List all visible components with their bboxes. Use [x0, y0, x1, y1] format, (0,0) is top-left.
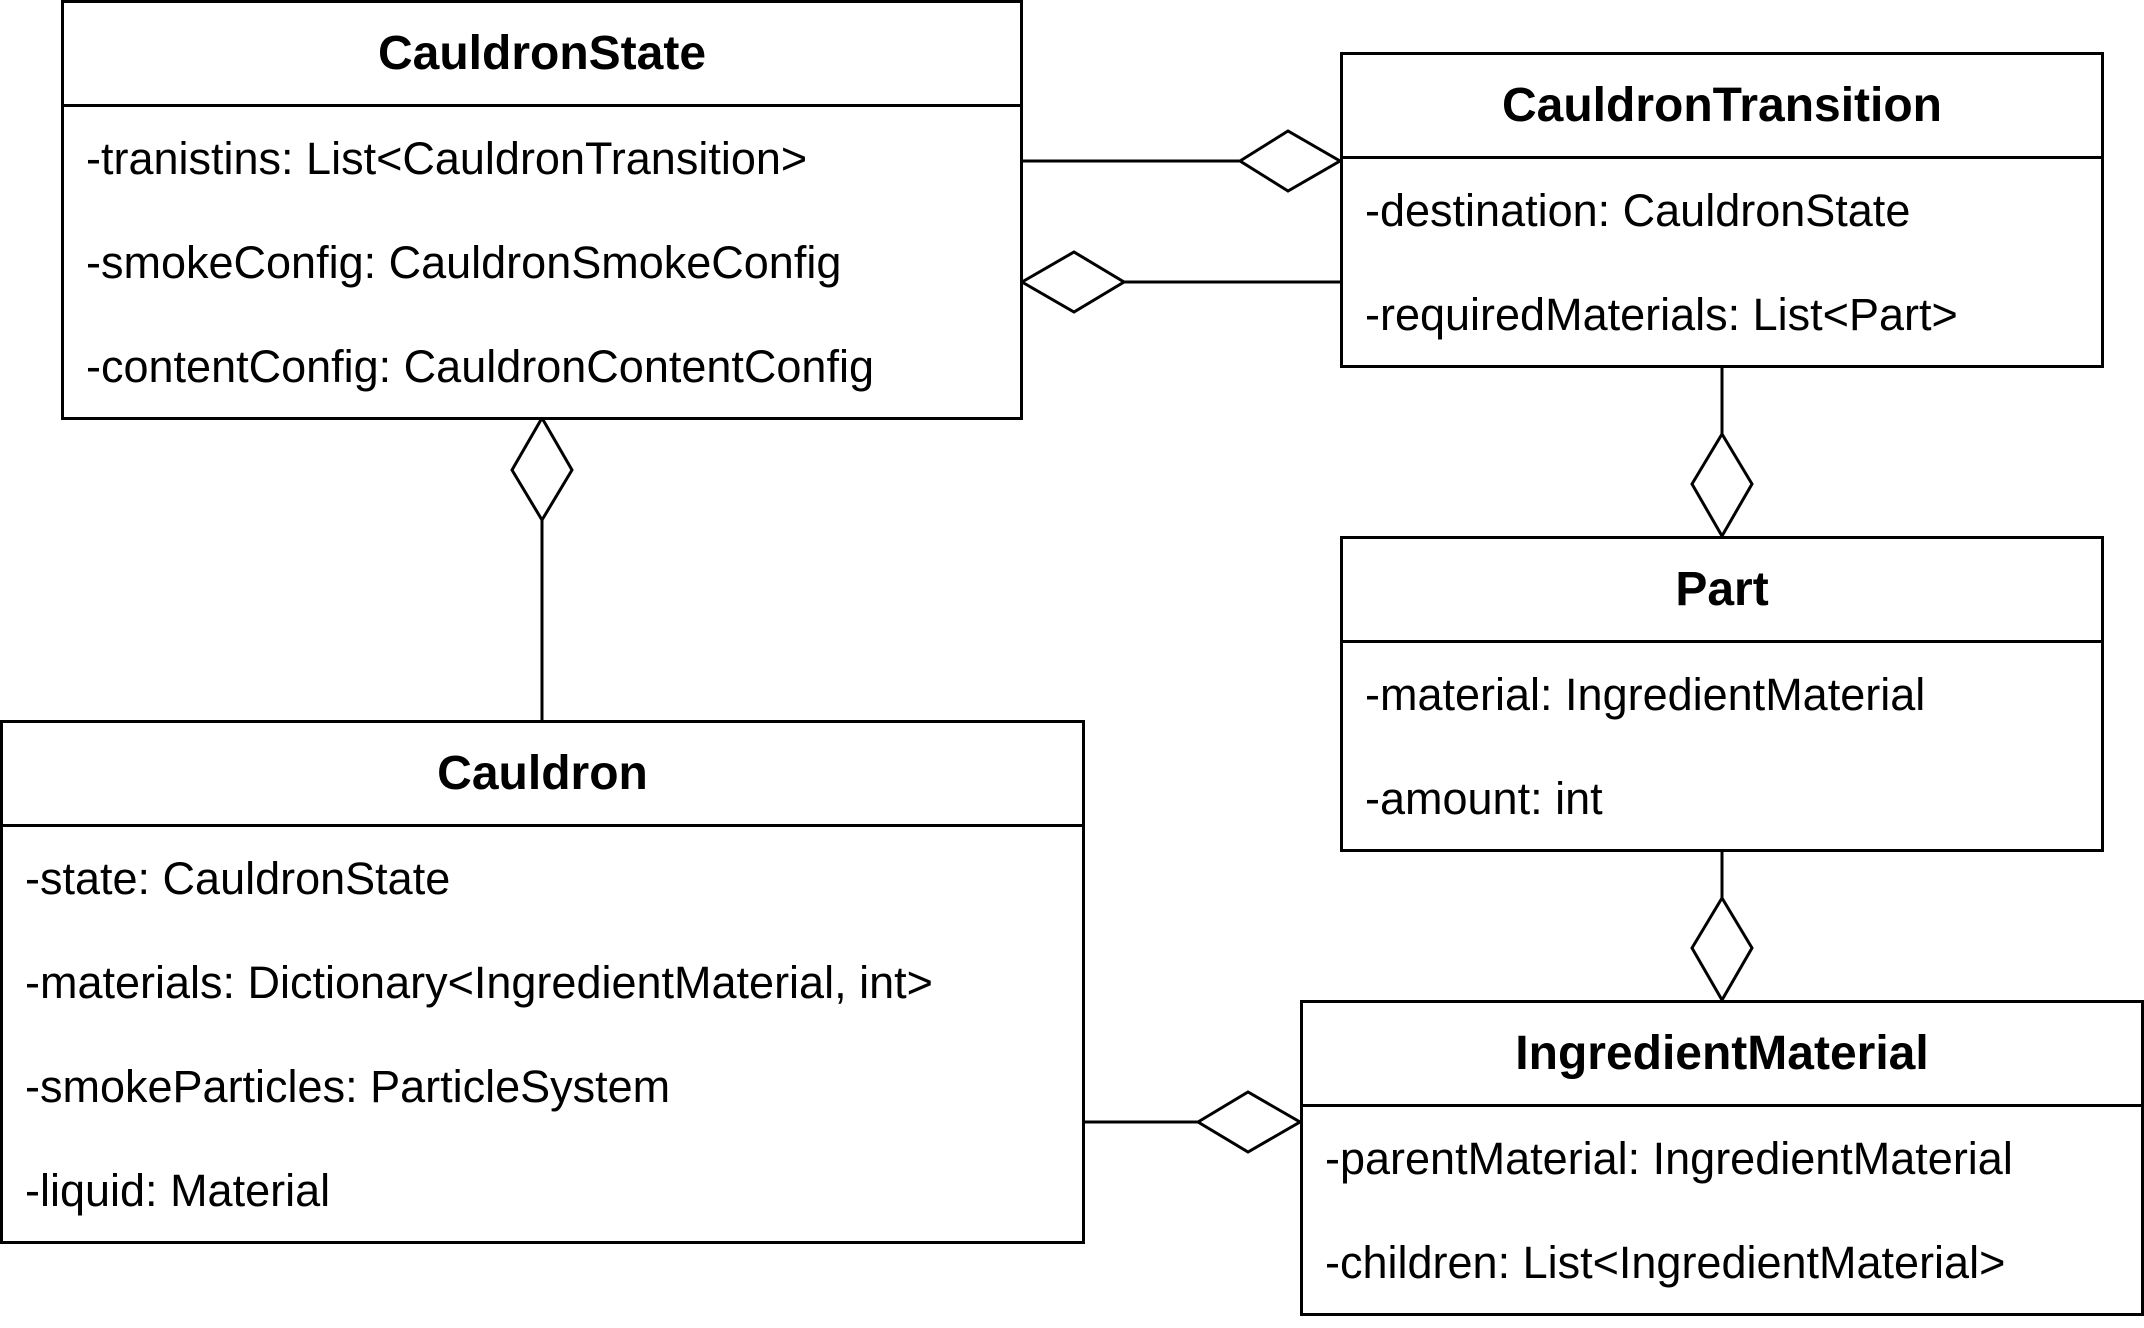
attribute: -material: IngredientMaterial	[1365, 669, 1926, 720]
attribute: -smokeParticles: ParticleSystem	[25, 1061, 671, 1112]
attribute: -children: List<IngredientMaterial>	[1325, 1237, 2006, 1288]
attribute: -smokeConfig: CauldronSmokeConfig	[86, 237, 842, 288]
class-cauldron[interactable]: Cauldron -state: CauldronState -material…	[0, 720, 1085, 1244]
class-name: Part	[1343, 539, 2101, 643]
aggregation-diamond-transition-left	[1237, 129, 1344, 193]
aggregation-diamond-part-top	[1690, 431, 1754, 540]
attribute: -state: CauldronState	[25, 853, 451, 904]
aggregation-diamond-ingredient-top	[1690, 895, 1754, 1004]
attribute: -contentConfig: CauldronContentConfig	[86, 341, 874, 392]
class-part[interactable]: Part -material: IngredientMaterial -amou…	[1340, 536, 2104, 852]
class-name: CauldronState	[64, 3, 1020, 107]
class-cauldron-state[interactable]: CauldronState -tranistins: List<Cauldron…	[61, 0, 1023, 420]
class-name: CauldronTransition	[1343, 55, 2101, 159]
attribute-list: -destination: CauldronState -requiredMat…	[1343, 159, 2101, 367]
attribute-list: -tranistins: List<CauldronTransition> -s…	[64, 107, 1020, 419]
attribute: -liquid: Material	[25, 1165, 331, 1216]
aggregation-diamond-state-right	[1018, 250, 1127, 314]
attribute-list: -material: IngredientMaterial -amount: i…	[1343, 643, 2101, 851]
aggregation-diamond-ingredient-left	[1195, 1090, 1304, 1154]
attribute-list: -parentMaterial: IngredientMaterial -chi…	[1303, 1107, 2141, 1315]
attribute: -parentMaterial: IngredientMaterial	[1325, 1133, 2013, 1184]
attribute: -materials: Dictionary<IngredientMateria…	[25, 957, 933, 1008]
attribute: -tranistins: List<CauldronTransition>	[86, 133, 808, 184]
attribute: -destination: CauldronState	[1365, 185, 1911, 236]
attribute-list: -state: CauldronState -materials: Dictio…	[3, 827, 1082, 1243]
attribute: -amount: int	[1365, 773, 1603, 824]
aggregation-diamond-state-bottom	[510, 414, 574, 523]
class-name: IngredientMaterial	[1303, 1003, 2141, 1107]
class-ingredient-material[interactable]: IngredientMaterial -parentMaterial: Ingr…	[1300, 1000, 2144, 1316]
class-cauldron-transition[interactable]: CauldronTransition -destination: Cauldro…	[1340, 52, 2104, 368]
class-name: Cauldron	[3, 723, 1082, 827]
attribute: -requiredMaterials: List<Part>	[1365, 289, 1958, 340]
